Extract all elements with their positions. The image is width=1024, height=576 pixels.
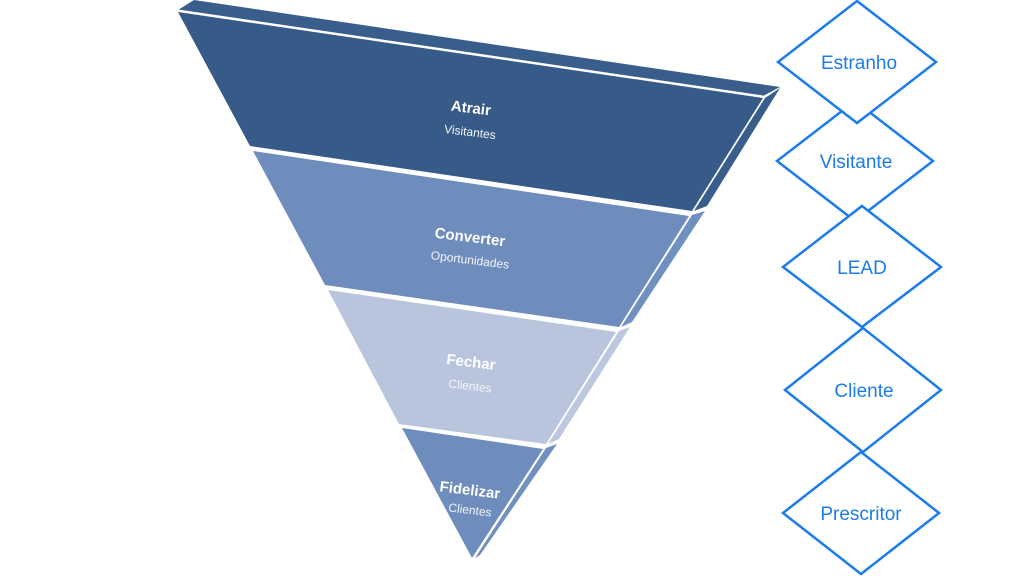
diamond-label-cliente: Cliente — [834, 381, 893, 402]
diamond-label-estranho: Estranho — [821, 53, 897, 74]
funnel-stage-fechar — [328, 290, 630, 444]
stage-side-face — [694, 88, 780, 211]
diamond-label-visitante: Visitante — [820, 152, 893, 173]
stage-subtitle-visitantes: Visitantes — [443, 122, 496, 142]
funnel-stage-atrair — [178, 12, 780, 211]
funnel-top-face — [178, 0, 780, 96]
stage-subtitle-clientes: Clientes — [448, 376, 493, 395]
stage-side-face — [548, 327, 630, 444]
stage-front-face — [402, 428, 543, 558]
diamond-lead: LEAD — [780, 204, 944, 329]
diamond-estranho: Estranho — [775, 0, 939, 125]
stage-side-face — [621, 211, 705, 327]
diamond-shape — [780, 450, 942, 576]
diamond-cliente: Cliente — [782, 326, 944, 454]
stage-side-face — [475, 444, 557, 558]
diamond-visitante: Visitante — [774, 99, 936, 223]
diamond-shape — [780, 204, 944, 329]
funnel-top-edge — [177, 9, 764, 99]
diamond-prescritor: Prescritor — [780, 450, 942, 576]
stage-front-face — [178, 12, 763, 211]
stage-title-fechar: Fechar — [445, 351, 496, 374]
diamond-label-lead: LEAD — [837, 258, 887, 279]
stage-subtitle-clientes-fidelizar: Clientes — [448, 500, 493, 519]
funnel-stage-fidelizar — [402, 428, 557, 558]
funnel-stage-converter — [253, 151, 705, 327]
stage-front-face — [253, 151, 689, 327]
stage-front-face — [328, 290, 616, 444]
diamond-label-prescritor: Prescritor — [820, 504, 902, 525]
diamond-shape — [775, 0, 939, 125]
stage-title-atrair: Atrair — [450, 98, 492, 120]
